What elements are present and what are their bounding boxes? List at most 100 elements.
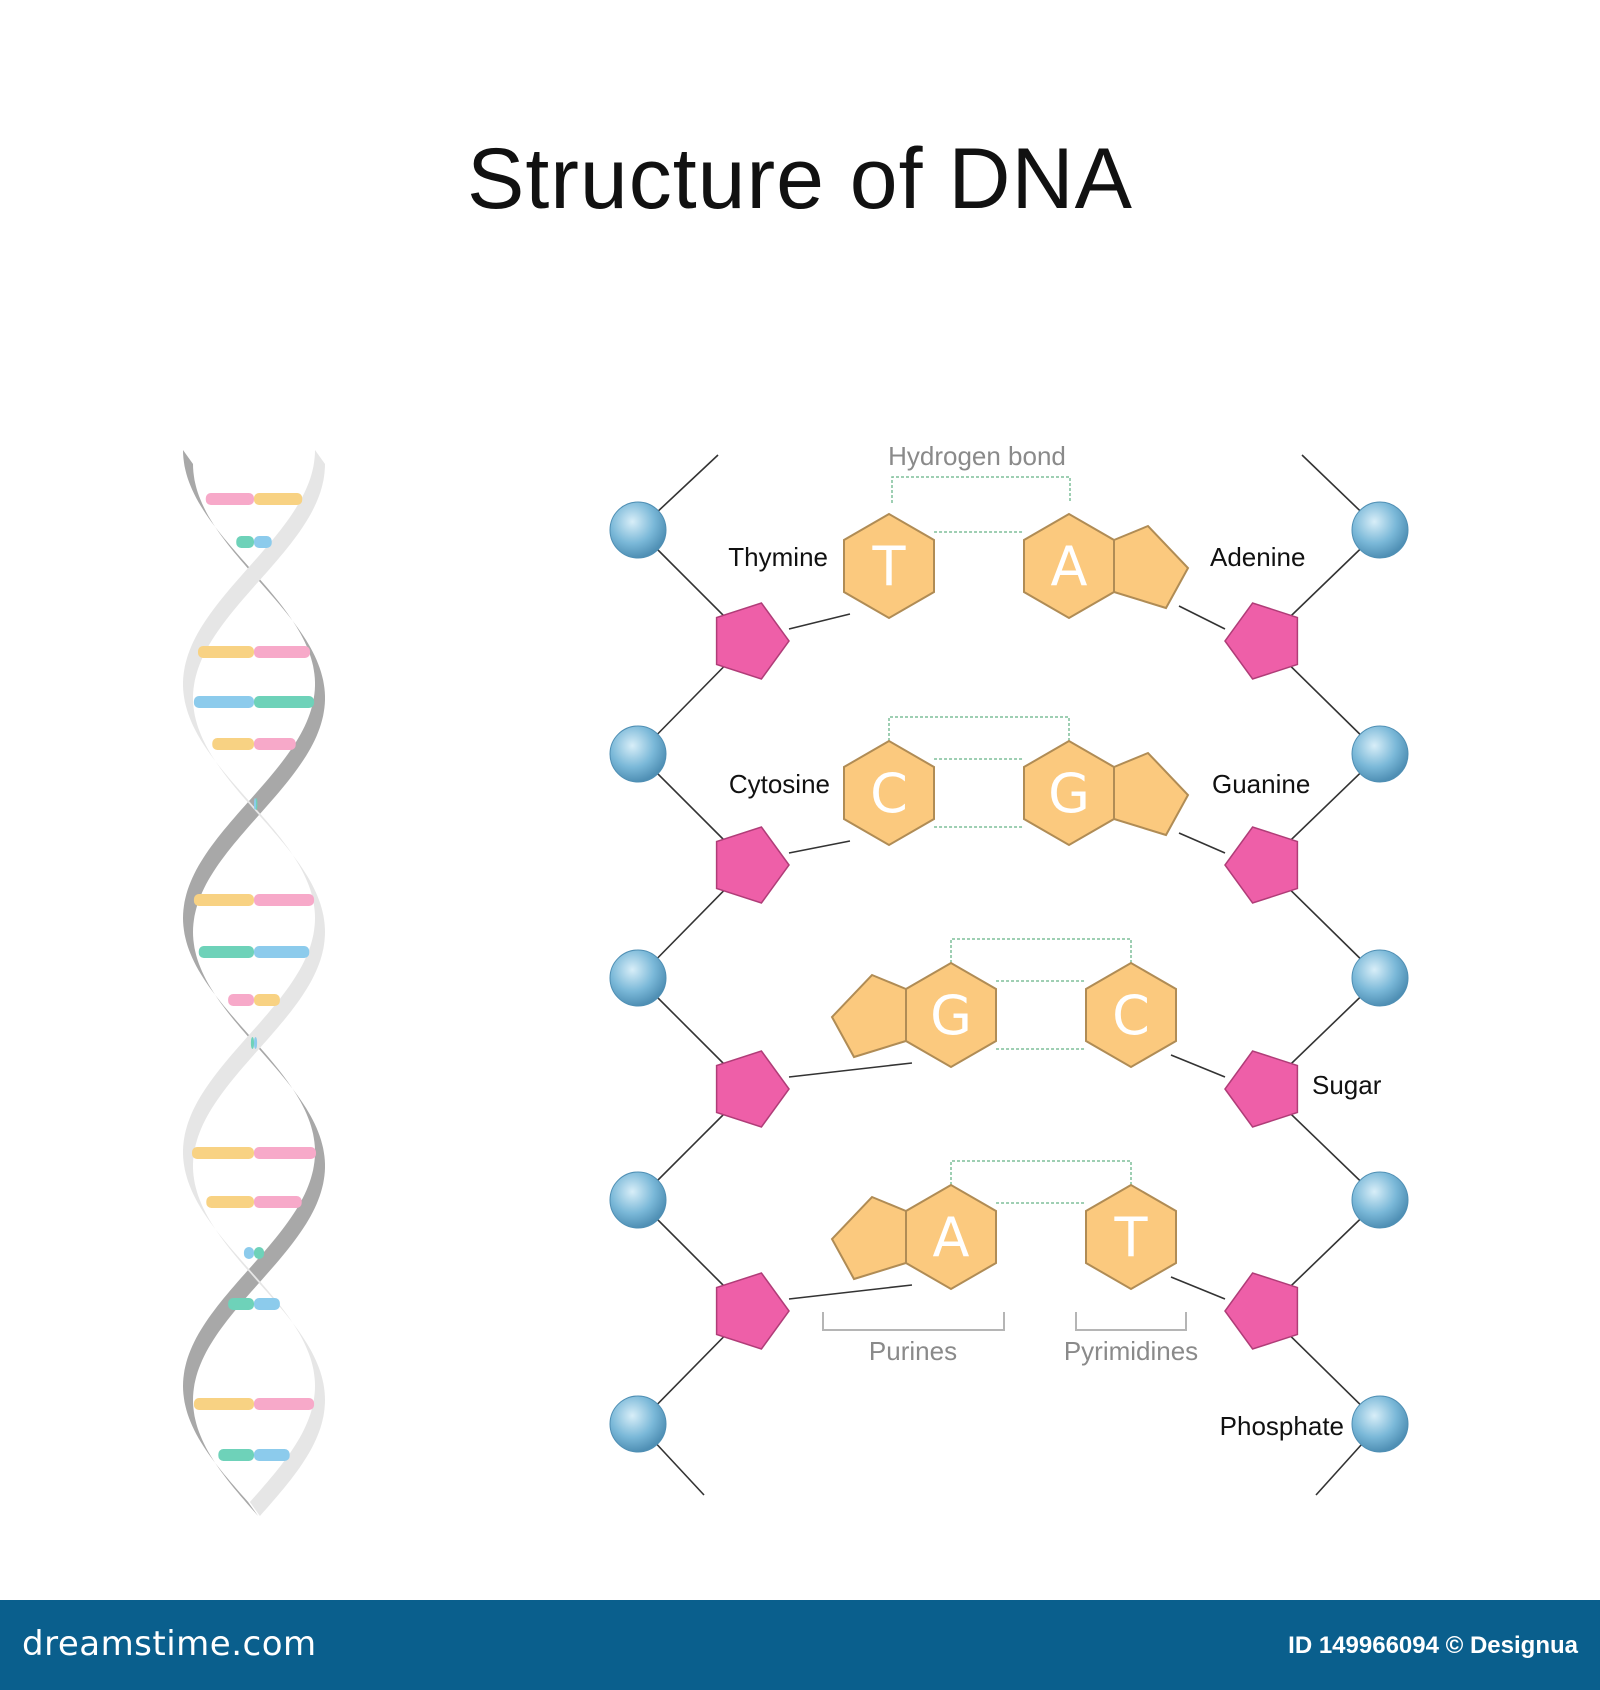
sugar-base-bond (788, 1062, 913, 1078)
footer-credit: ID 149966094 © Designua (1288, 1632, 1578, 1659)
base-hexagon-ring (905, 1183, 997, 1291)
phosphate-ball (1351, 501, 1409, 559)
helix-rung-right (254, 894, 315, 906)
phosphate-ball (609, 725, 667, 783)
sugar-pentagon (1224, 602, 1299, 680)
helix-rung-left (218, 1449, 254, 1461)
pyrimidines-bracket (1075, 1312, 1187, 1331)
base-hexagon-ring (1085, 961, 1177, 1069)
base-letter: G (1048, 762, 1090, 825)
hydrogen-bonds (888, 531, 1132, 1204)
helix-rung-left (193, 696, 254, 708)
helix-rung-right (254, 1247, 265, 1259)
sugar-base-bond (788, 613, 851, 630)
hydrogen-bond (888, 716, 1070, 741)
sugar-label: Sugar (1312, 1070, 1382, 1100)
helix-rung-left (206, 1196, 254, 1208)
helix-rung-right (254, 798, 256, 810)
helix-rung-left (192, 1147, 254, 1159)
nitrogenous-bases: T A C G G C A T (830, 512, 1190, 1291)
helix-rung-right (254, 1147, 316, 1159)
base-right-T: T (1085, 1183, 1177, 1291)
phosphate-ball (609, 949, 667, 1007)
helix-rung-right (254, 1398, 315, 1410)
sugar-base-bond (1178, 605, 1226, 630)
helix-rung-right (254, 994, 280, 1006)
helix-strand-front (183, 450, 325, 1516)
helix-rung-right (254, 1196, 302, 1208)
adenine-label: Adenine (1210, 542, 1305, 572)
footer-logo[interactable]: dreamstime.com (22, 1624, 317, 1664)
helix-strands (183, 450, 325, 1516)
guanine-label: Guanine (1212, 769, 1310, 799)
base-letter: G (930, 984, 972, 1047)
base-letter: A (1051, 535, 1088, 598)
base-letter: T (1114, 1206, 1149, 1269)
base-left-G: G (830, 961, 997, 1069)
phosphate-ball (1351, 949, 1409, 1007)
helix-rung-left (212, 738, 254, 750)
sugar-pentagon (1224, 1272, 1299, 1350)
phosphate-ball (1351, 725, 1409, 783)
sugar-pentagon (715, 1272, 790, 1350)
hydrogen-bond-bracket (891, 476, 1071, 503)
sugar-pentagon (1224, 1050, 1299, 1128)
sugar-base-bond (1178, 832, 1226, 854)
base-hexagon-ring (1085, 1183, 1177, 1291)
helix-rung-left (193, 894, 254, 906)
sugar-pentagon (715, 1050, 790, 1128)
helix-rung-right (254, 536, 272, 548)
helix-rung-left (228, 1298, 254, 1310)
base-letter: A (933, 1206, 970, 1269)
thymine-label: Thymine (728, 542, 828, 572)
phosphate-ball (1351, 1171, 1409, 1229)
base-left-C: C (843, 739, 935, 847)
base-right-C: C (1085, 961, 1177, 1069)
base-letter: T (872, 535, 907, 598)
phosphate-ball (609, 1395, 667, 1453)
base-hexagon-ring (843, 512, 935, 620)
helix-rung-right (254, 738, 296, 750)
sugar-pentagon (1224, 826, 1299, 904)
helix-rung-left (205, 493, 254, 505)
phosphates (609, 501, 1409, 1453)
phosphate-ball (1351, 1395, 1409, 1453)
cytosine-label: Cytosine (729, 769, 830, 799)
base-pentagon-ring (1113, 524, 1190, 610)
double-helix (183, 450, 325, 1516)
base-left-A: A (830, 1183, 997, 1291)
sugar-base-bond (788, 840, 851, 854)
helix-rung-left (236, 536, 254, 548)
phosphate-label: Phosphate (1220, 1411, 1344, 1441)
hydrogen-bond (950, 1160, 1132, 1185)
helix-rung-left (193, 1398, 254, 1410)
sugar-base-bond (1170, 1276, 1226, 1300)
helix-rung-right (254, 1449, 290, 1461)
pyrimidines-label: Pyrimidines (1064, 1336, 1198, 1366)
purines-label: Purines (869, 1336, 957, 1366)
sugar-pentagon (715, 826, 790, 904)
base-letter: C (870, 762, 908, 825)
sugars (715, 602, 1299, 1350)
base-hexagon-ring (843, 739, 935, 847)
hydrogen-bond-label: Hydrogen bond (888, 441, 1066, 471)
base-hexagon-ring (1023, 739, 1115, 847)
helix-rung-left (243, 1247, 254, 1259)
helix-rung-right (254, 696, 315, 708)
helix-rung-right (254, 493, 303, 505)
sugar-pentagon (715, 602, 790, 680)
base-hexagon-ring (905, 961, 997, 1069)
helix-rung-left (198, 946, 254, 958)
helix-rung-left (197, 646, 254, 658)
helix-rung-left (250, 1037, 254, 1049)
phosphate-ball (609, 501, 667, 559)
helix-rung-right (254, 646, 311, 658)
base-right-A: A (1023, 512, 1190, 620)
purines-bracket (822, 1312, 1005, 1331)
base-letter: C (1112, 984, 1150, 1047)
glycosidic-bonds (788, 605, 1226, 1300)
phosphate-ball (609, 1171, 667, 1229)
base-pentagon-ring (1113, 751, 1190, 837)
sugar-base-bond (788, 1284, 913, 1300)
dna-diagram: T A C G G C A T Hydrogen bond Thymine Adenine C… (183, 441, 1409, 1516)
